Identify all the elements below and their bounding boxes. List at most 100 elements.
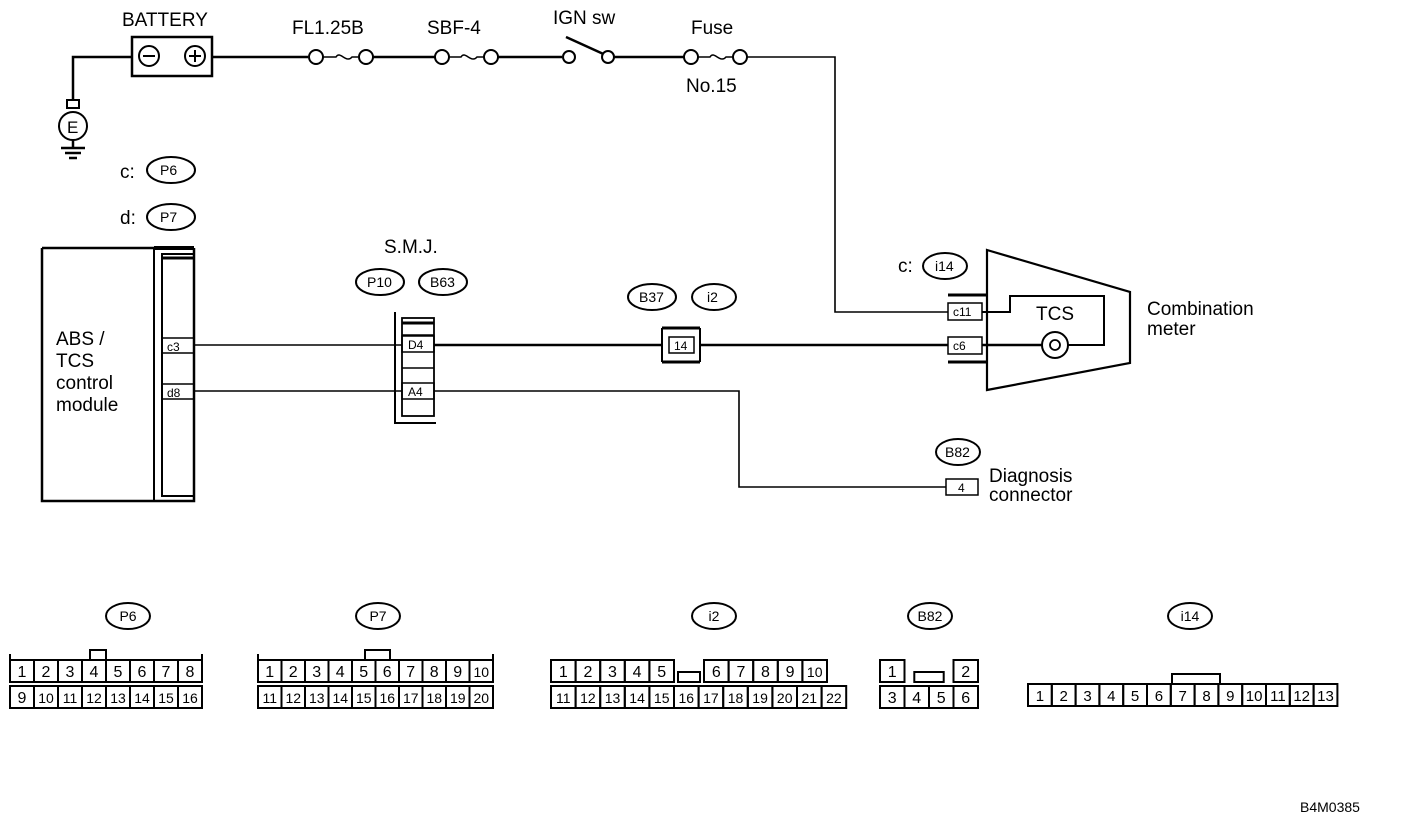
pin-label: 5: [114, 664, 123, 681]
mid-pin-14: 14: [674, 339, 688, 353]
pin-label: 4: [1107, 688, 1115, 705]
pin-label: 4: [336, 664, 345, 681]
pin-cell: [879, 659, 906, 683]
pin-label: 7: [406, 664, 415, 681]
pin-label: 14: [134, 690, 150, 706]
pin-label: 10: [807, 664, 823, 680]
pin-label: 5: [657, 664, 666, 681]
meter-label-line2: meter: [1147, 319, 1196, 340]
sbf-fuse-icon: [434, 49, 450, 65]
pin-key: [89, 649, 107, 661]
sbf-label: SBF-4: [427, 18, 481, 39]
pin-label: 8: [761, 664, 770, 681]
module-label-line2: TCS: [56, 351, 94, 372]
signal-wires: [194, 343, 948, 488]
mid-code-b37: B37: [639, 289, 664, 305]
meter-c-code: i14: [935, 258, 954, 274]
pin-cell: [648, 659, 676, 683]
smj-connector: S.M.J. P10 B63 D4 A4: [355, 237, 468, 424]
conn-d-code: P7: [160, 209, 177, 225]
diag-pin: 4: [958, 481, 965, 495]
pin-key: [913, 671, 945, 683]
pin-key: [1171, 673, 1221, 685]
battery-label: BATTERY: [122, 10, 208, 31]
pinout-badge: [1167, 602, 1213, 630]
pin-label: 3: [608, 664, 617, 681]
pin-label: 6: [712, 664, 721, 681]
pinout-code: i2: [709, 608, 720, 624]
pin-cell: [177, 659, 203, 683]
tcs-indicator-icon: [1041, 331, 1069, 359]
pin-label: 4: [633, 664, 642, 681]
conn-c-prefix: c:: [120, 162, 135, 183]
pin-label: 20: [473, 690, 489, 706]
fuse-icon: [683, 49, 699, 65]
ground-label: E: [67, 118, 78, 137]
combination-meter: c: i14 c11 c6 TCS Combination meter: [898, 248, 1254, 392]
module-label-line3: control: [56, 373, 113, 394]
pin-label: 6: [138, 664, 147, 681]
pinout-badge: [691, 602, 737, 630]
mid-connector-b37-i2: B37 i2 14: [627, 283, 737, 364]
pin-cell: [820, 685, 848, 709]
ign-switch-label: IGN sw: [553, 8, 616, 29]
pin-label: 2: [42, 664, 51, 681]
pin-key: [364, 649, 391, 661]
pin-key: [677, 671, 701, 683]
pin-label: 2: [289, 664, 298, 681]
smj-code-b63: B63: [430, 274, 455, 290]
pin-label: 7: [736, 664, 745, 681]
pin-label: 21: [802, 690, 818, 706]
module-label-line4: module: [56, 395, 118, 416]
pin-cell: [177, 685, 203, 709]
abs-tcs-control-module: c3 d8 ABS / TCS control module: [40, 246, 196, 503]
ign-switch-icon: [562, 50, 576, 64]
pin-label: 18: [728, 690, 744, 706]
pin-label: 15: [356, 690, 372, 706]
pin-label: 6: [1155, 688, 1163, 705]
pinout-badge: [907, 602, 953, 630]
pin-label: 11: [556, 690, 571, 706]
pin-label: 9: [453, 664, 462, 681]
pin-label: 19: [450, 690, 466, 706]
diag-code: B82: [945, 444, 970, 460]
pin-label: 18: [426, 690, 442, 706]
pin-label: 13: [1317, 688, 1334, 705]
pin-cell: [952, 685, 979, 709]
battery-negative-terminal: [138, 45, 160, 67]
pin-label: 16: [182, 690, 198, 706]
pin-label: 1: [1036, 688, 1044, 705]
pinout-code: i14: [1181, 608, 1200, 624]
pin-label: 17: [703, 690, 719, 706]
pin-label: 8: [186, 664, 195, 681]
pin-label: 8: [1202, 688, 1210, 705]
pin-cell: [468, 659, 494, 683]
pinout-code: P6: [119, 608, 136, 624]
pin-label: 14: [332, 690, 348, 706]
pin-label: 9: [18, 690, 27, 707]
pin-label: 4: [90, 664, 99, 681]
meter-housing: [985, 248, 1132, 392]
pin-cell: [952, 659, 979, 683]
conn-c-badge: [146, 156, 196, 184]
pin-label: 5: [1131, 688, 1139, 705]
pin-label: 13: [605, 690, 621, 706]
pinout-badge: [355, 602, 401, 630]
pin-label: 7: [1179, 688, 1187, 705]
meter-c-prefix: c:: [898, 256, 913, 277]
smj-code-p10: P10: [367, 274, 392, 290]
pin-label: 1: [265, 664, 274, 681]
pin-label: 6: [961, 690, 970, 707]
pin-label: 16: [379, 690, 395, 706]
meter-pin-c11: c11: [953, 305, 972, 319]
smj-pin-a4: A4: [408, 385, 423, 399]
fusible-link-label: FL1.25B: [292, 18, 364, 39]
pin-cell: [801, 659, 829, 683]
pin-label: 9: [786, 664, 795, 681]
pin-label: 11: [1270, 688, 1286, 705]
